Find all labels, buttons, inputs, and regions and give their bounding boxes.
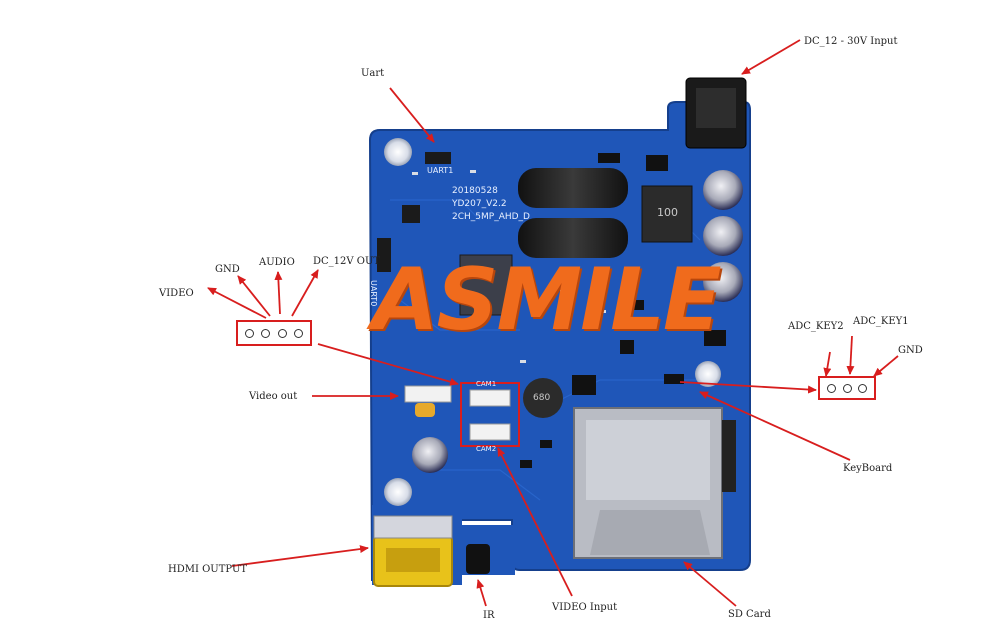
cam2-connector bbox=[469, 423, 511, 441]
arrow-dc-input bbox=[741, 39, 801, 75]
pin-gnd bbox=[261, 328, 271, 338]
black-capacitor-2 bbox=[518, 218, 628, 258]
ir-receiver bbox=[466, 544, 490, 574]
silkscreen-inductor-680: 680 bbox=[533, 393, 551, 403]
electrolytic-cap-3 bbox=[703, 262, 743, 302]
arrow-hdmi bbox=[231, 545, 369, 567]
black-capacitor-1 bbox=[518, 168, 628, 208]
label-sd-card: SD Card bbox=[728, 609, 771, 620]
uart0-header bbox=[377, 238, 391, 272]
mount-hole-bottom-left bbox=[384, 478, 412, 506]
label-uart: Uart bbox=[361, 68, 385, 79]
silkscreen-version-line-2: YD207_V2.2 bbox=[452, 199, 507, 209]
electrolytic-cap-2 bbox=[703, 216, 743, 256]
electrolytic-cap-1 bbox=[703, 170, 743, 210]
pin-dc12-out bbox=[293, 328, 303, 338]
label-gnd-left: GND bbox=[215, 264, 240, 275]
label-keyboard: KeyBoard bbox=[843, 463, 893, 474]
silkscreen-inductor-100: 100 bbox=[657, 206, 678, 219]
video-out-cap bbox=[415, 403, 435, 417]
video-audio-pin-header bbox=[236, 320, 312, 346]
chip-top-right bbox=[646, 155, 668, 171]
label-dc-input: DC_12 - 30V Input bbox=[804, 36, 898, 47]
label-ir: IR bbox=[483, 610, 495, 621]
chip-small-left bbox=[402, 205, 420, 223]
pin-gnd-right bbox=[858, 383, 868, 393]
arrow-audio-pin bbox=[274, 271, 283, 315]
arrow-gnd-pin bbox=[237, 275, 271, 317]
arrow-keyboard bbox=[699, 391, 851, 461]
chip-center bbox=[459, 254, 513, 316]
label-video-out: Video out bbox=[249, 391, 298, 402]
pin-adc-key1 bbox=[842, 383, 852, 393]
arrow-sd-card bbox=[683, 561, 737, 607]
arrow-dc12-out-pin bbox=[291, 269, 319, 317]
arrow-adc-to-board bbox=[679, 381, 817, 394]
inductor-100 bbox=[641, 185, 693, 243]
arrow-adc-key2 bbox=[823, 351, 832, 377]
electrolytic-cap-left bbox=[412, 437, 448, 473]
pin-adc-key2 bbox=[826, 383, 836, 393]
arrow-adc-key1 bbox=[846, 335, 855, 375]
silkscreen-version-line-1: 20180528 bbox=[452, 186, 498, 196]
label-gnd-right: GND bbox=[898, 345, 923, 356]
label-adc-key2: ADC_KEY2 bbox=[788, 321, 844, 332]
label-video-input: VIDEO Input bbox=[552, 602, 618, 613]
keyboard-pin-header bbox=[818, 376, 876, 400]
label-audio: AUDIO bbox=[259, 257, 295, 268]
silkscreen-version-line-3: 2CH_5MP_AHD_D bbox=[452, 212, 530, 222]
mount-hole-right bbox=[695, 361, 721, 387]
arrow-video-input bbox=[497, 447, 573, 597]
silkscreen-cam2: CAM2 bbox=[476, 445, 497, 453]
inductor-680 bbox=[523, 378, 563, 418]
sd-card-side-connector bbox=[722, 420, 736, 492]
arrow-ir bbox=[476, 579, 487, 607]
label-video: VIDEO bbox=[159, 288, 194, 299]
arrow-pinbox-to-board bbox=[317, 343, 459, 386]
label-adc-key1: ADC_KEY1 bbox=[853, 316, 909, 327]
cam1-connector bbox=[469, 389, 511, 407]
silkscreen-uart1: UART1 bbox=[427, 166, 454, 175]
asmile-logo: ASMILE bbox=[372, 250, 722, 350]
arrow-uart bbox=[389, 87, 435, 143]
pin-video bbox=[245, 328, 255, 338]
arrow-gnd-right bbox=[873, 355, 899, 377]
chip-right bbox=[572, 375, 596, 395]
video-out-connector bbox=[404, 385, 452, 403]
pin-audio bbox=[277, 328, 287, 338]
cam-highlight-box bbox=[460, 382, 520, 447]
label-dc12-out: DC_12V OUT bbox=[313, 256, 381, 267]
silkscreen-cam1: CAM1 bbox=[476, 380, 497, 388]
arrow-video-pin bbox=[207, 287, 267, 319]
hdmi-top-connector bbox=[373, 515, 453, 539]
label-hdmi: HDMI OUTPUT bbox=[168, 564, 248, 575]
uart1-header bbox=[425, 152, 451, 164]
mount-hole-top-left bbox=[384, 138, 412, 166]
